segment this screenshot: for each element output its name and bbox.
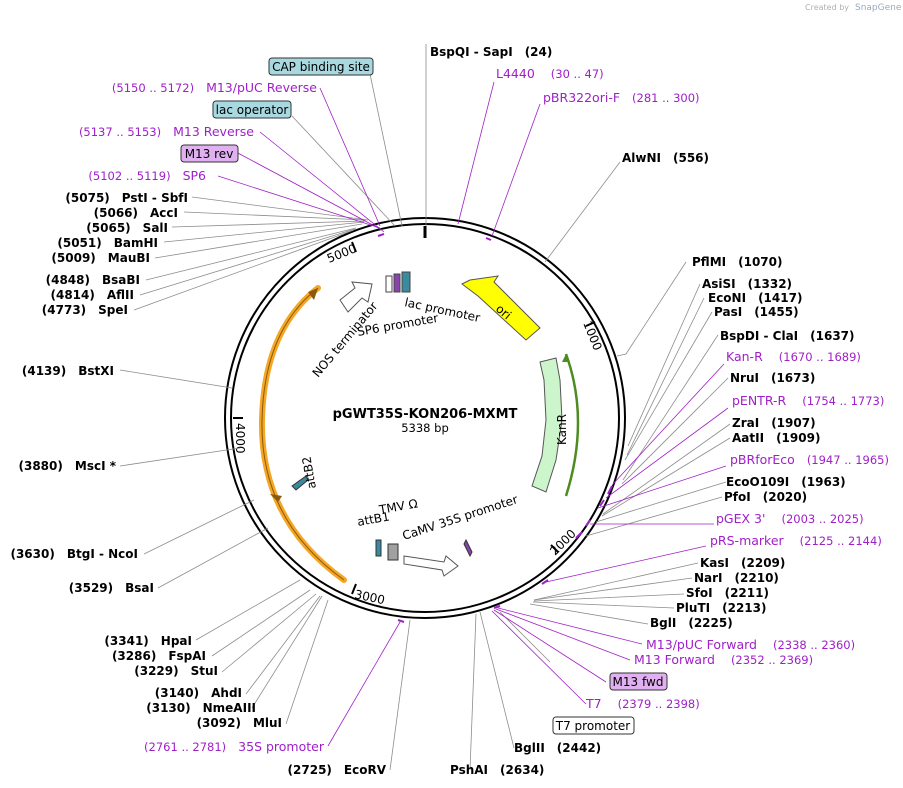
primer-t7[interactable]: T7(2379 .. 2398) bbox=[585, 696, 700, 711]
enzyme-sfoi[interactable]: SfoI(2211) bbox=[686, 586, 769, 600]
enzyme-pshai[interactable]: PshAI(2634) bbox=[450, 763, 544, 777]
primer-l4440[interactable]: L4440(30 .. 47) bbox=[496, 66, 604, 81]
tick-2000 bbox=[550, 544, 559, 553]
primer-labels: L4440(30 .. 47) pBR322ori-F(281 .. 300) … bbox=[79, 66, 889, 754]
kanr-feature bbox=[531, 357, 563, 493]
enzyme-bglii[interactable]: BglII(2442) bbox=[514, 741, 601, 755]
enzyme-nmeaiii[interactable]: (3130)NmeAIII bbox=[146, 701, 256, 715]
lac-promoter-feature bbox=[401, 271, 411, 293]
cds-left-arc bbox=[258, 285, 347, 583]
tmv-feature bbox=[387, 543, 399, 561]
t7-promoter-box[interactable] bbox=[552, 716, 635, 735]
lac-operator-label: lac operator bbox=[216, 103, 289, 117]
primer-35s-promoter[interactable]: (2761 .. 2781)35S promoter bbox=[144, 739, 325, 754]
enzyme-aflii[interactable]: (4814)AflII bbox=[51, 288, 135, 302]
enzyme-sali[interactable]: (5065)SalI bbox=[86, 221, 168, 235]
enzyme-ecoo109i[interactable]: EcoO109I(1963) bbox=[726, 475, 846, 489]
enzyme-aatii[interactable]: AatII(1909) bbox=[732, 431, 820, 445]
ori-feature bbox=[461, 275, 541, 341]
plasmid-name: pGWT35S-KON206-MXMT bbox=[333, 407, 518, 422]
enzyme-bsabi[interactable]: (4848)BsaBI bbox=[46, 273, 140, 287]
enzyme-msci[interactable]: (3880)MscI * bbox=[19, 459, 117, 473]
enzyme-alwni[interactable]: AlwNI(556) bbox=[622, 151, 709, 165]
tmv-label: TMV Ω bbox=[377, 496, 419, 517]
enzyme-mlui[interactable]: (3092)MluI bbox=[197, 716, 282, 730]
primer-m13-reverse[interactable]: (5137 .. 5153)M13 Reverse bbox=[79, 124, 254, 139]
enzyme-hpai[interactable]: (3341)HpaI bbox=[104, 634, 192, 648]
cap-binding-site-box[interactable] bbox=[268, 57, 374, 76]
tick-label-3000: 3000 bbox=[353, 587, 386, 607]
enzyme-ahdi[interactable]: (3140)AhdI bbox=[155, 686, 242, 700]
attb2-label: attB2 bbox=[299, 455, 318, 490]
credit-prefix: Created by bbox=[805, 3, 849, 12]
tick-3000 bbox=[351, 583, 357, 595]
boxed-labels: CAP binding site lac operator M13 rev M1… bbox=[180, 57, 668, 735]
m13-rev-box[interactable] bbox=[180, 144, 239, 163]
leader-lines bbox=[119, 44, 731, 771]
primer-m13-puc-reverse[interactable]: (5150 .. 5172)M13/pUC Reverse bbox=[112, 80, 317, 95]
enzyme-pluti[interactable]: PluTI(2213) bbox=[676, 601, 766, 615]
lac-operator-box[interactable] bbox=[212, 100, 292, 119]
primer-pbrforeco[interactable]: pBRforEco(1947 .. 1965) bbox=[730, 452, 889, 467]
primer-m13-forward[interactable]: M13 Forward(2352 .. 2369) bbox=[634, 652, 813, 667]
primer-pentr-r[interactable]: pENTR-R(1754 .. 1773) bbox=[732, 393, 884, 408]
enzyme-bspqi[interactable]: BspQI - SapI(24) bbox=[430, 45, 552, 59]
nos-terminator-feature bbox=[339, 281, 373, 313]
attb1-label: attB1 bbox=[356, 509, 391, 528]
enzyme-pasi[interactable]: PasI(1455) bbox=[714, 305, 799, 319]
kanr-label: KanR bbox=[555, 414, 569, 445]
enzyme-bsai[interactable]: (3529)BsaI bbox=[69, 581, 154, 595]
enzyme-kasi[interactable]: KasI(2209) bbox=[700, 556, 785, 570]
enzyme-btgi[interactable]: (3630)BtgI - NcoI bbox=[10, 547, 138, 561]
kanr-cds bbox=[564, 353, 580, 497]
primer-m13-puc-forward[interactable]: M13/pUC Forward(2338 .. 2360) bbox=[646, 637, 855, 652]
tick-label-5000: 5000 bbox=[325, 241, 359, 265]
enzyme-bgli[interactable]: BglI(2225) bbox=[650, 616, 733, 630]
camv-35s-label: CaMV 35S promoter bbox=[401, 492, 520, 543]
enzyme-maubi[interactable]: (5009)MauBI bbox=[51, 251, 150, 265]
enzyme-econi[interactable]: EcoNI(1417) bbox=[708, 291, 802, 305]
enzyme-bspdi[interactable]: BspDI - ClaI(1637) bbox=[720, 329, 855, 343]
enzyme-labels: BspQI - SapI(24) AlwNI(556) PflMI(1070) … bbox=[10, 45, 854, 777]
cap-binding-site-label: CAP binding site bbox=[272, 60, 370, 74]
enzyme-nrui[interactable]: NruI(1673) bbox=[730, 371, 815, 385]
enzyme-bamhi[interactable]: (5051)BamHI bbox=[57, 236, 158, 250]
primer-prs-marker[interactable]: pRS-marker(2125 .. 2144) bbox=[710, 533, 882, 548]
attb2-feature bbox=[291, 475, 309, 491]
primer-kan-r[interactable]: Kan-R(1670 .. 1689) bbox=[726, 349, 861, 364]
m13-fwd-box[interactable] bbox=[609, 672, 668, 691]
t7-promoter-label: T7 promoter bbox=[555, 719, 631, 733]
m13-rev-label: M13 rev bbox=[185, 147, 234, 161]
camv-35s-feature bbox=[403, 555, 459, 577]
primer-pbr322ori-f[interactable]: pBR322ori-F(281 .. 300) bbox=[543, 90, 700, 105]
tick-1000 bbox=[585, 321, 596, 327]
enzyme-pfoi[interactable]: PfoI(2020) bbox=[724, 490, 807, 504]
enzyme-acci[interactable]: (5066)AccI bbox=[94, 206, 178, 220]
enzyme-pflmi[interactable]: PflMI(1070) bbox=[692, 255, 782, 269]
primer-marks bbox=[377, 233, 613, 623]
plasmid-length: 5338 bp bbox=[401, 421, 449, 435]
attb1-feature bbox=[375, 539, 382, 557]
enzyme-nari[interactable]: NarI(2210) bbox=[694, 571, 779, 585]
nos-terminator-label: NOS terminator bbox=[310, 299, 381, 380]
enzyme-asisi[interactable]: AsiSI(1332) bbox=[702, 277, 792, 291]
m13-fwd-label: M13 fwd bbox=[613, 675, 664, 689]
enzyme-zrai[interactable]: ZraI(1907) bbox=[732, 416, 816, 430]
primer-sp6[interactable]: (5102 .. 5119)SP6 bbox=[88, 168, 206, 183]
enzyme-fspai[interactable]: (3286)FspAI bbox=[112, 649, 206, 663]
backbone bbox=[224, 217, 626, 619]
enzyme-ecorv[interactable]: (2725)EcoRV bbox=[288, 763, 387, 777]
enzyme-psti[interactable]: (5075)PstI - SbfI bbox=[65, 191, 188, 205]
tick-5000 bbox=[351, 241, 357, 253]
sp6-promoter-feature bbox=[385, 275, 393, 293]
enzyme-bstxi[interactable]: (4139)BstXI bbox=[22, 364, 114, 378]
enzyme-spei[interactable]: (4773)SpeI bbox=[42, 303, 128, 317]
primer-pgex3[interactable]: pGEX 3'(2003 .. 2025) bbox=[716, 511, 864, 526]
enzyme-stui[interactable]: (3229)StuI bbox=[134, 664, 218, 678]
tick-label-4000: 4000 bbox=[233, 423, 247, 454]
credit-brand: SnapGene bbox=[855, 3, 902, 13]
